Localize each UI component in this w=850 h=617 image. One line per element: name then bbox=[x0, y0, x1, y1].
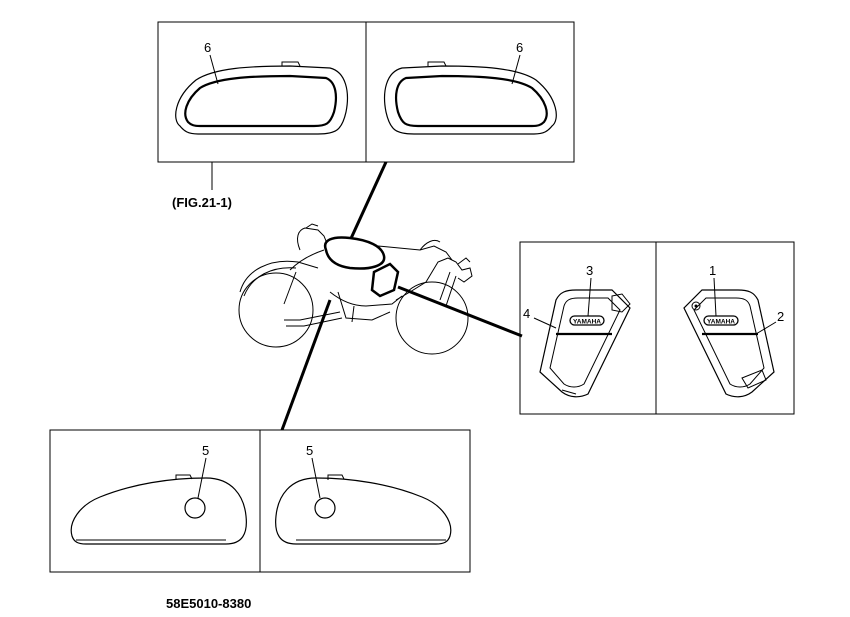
top-panel-right bbox=[365, 21, 575, 163]
tank-emblem-left bbox=[175, 61, 349, 135]
side-cover-left bbox=[539, 289, 631, 398]
drawing-code: 58E5010-8380 bbox=[166, 596, 251, 611]
callout-5-right: 5 bbox=[306, 443, 313, 458]
callout-leader-6-right bbox=[511, 54, 521, 85]
callout-leader-3 bbox=[587, 277, 592, 317]
callout-leader-5-right bbox=[311, 457, 321, 499]
callout-2: 2 bbox=[777, 309, 784, 324]
bottom-panel-right bbox=[259, 429, 471, 573]
fuel-tank-outline bbox=[323, 236, 386, 270]
side-panel-right bbox=[655, 241, 795, 415]
callout-leader-5-left bbox=[197, 457, 207, 499]
callout-4: 4 bbox=[523, 306, 530, 321]
callout-6-right: 6 bbox=[516, 40, 523, 55]
callout-leader-1 bbox=[713, 277, 717, 317]
callout-6-left: 6 bbox=[204, 40, 211, 55]
callout-leader-6-left bbox=[209, 54, 219, 85]
fuel-cap-right bbox=[314, 497, 336, 519]
tank-left bbox=[70, 474, 247, 545]
callout-5-left: 5 bbox=[202, 443, 209, 458]
figure-reference: (FIG.21-1) bbox=[172, 195, 232, 210]
side-cover-right bbox=[683, 289, 775, 398]
leader-line-right bbox=[397, 285, 523, 338]
emblem-text-left: YAMAHA bbox=[573, 319, 601, 326]
front-wheel bbox=[395, 281, 469, 355]
side-cover-outline bbox=[370, 262, 400, 298]
emblem-text-right: YAMAHA bbox=[707, 319, 735, 326]
fuel-cap-left bbox=[184, 497, 206, 519]
leader-line-bottom bbox=[280, 299, 332, 431]
bottom-panel-left bbox=[49, 429, 261, 573]
motorcycle-illustration bbox=[238, 223, 473, 355]
callout-1: 1 bbox=[709, 263, 716, 278]
tank-emblem-right bbox=[383, 61, 557, 135]
tank-right bbox=[275, 474, 452, 545]
callout-leader-2 bbox=[755, 321, 777, 335]
callout-leader-4 bbox=[533, 317, 557, 329]
leader-line-top bbox=[346, 161, 388, 246]
callout-3: 3 bbox=[586, 263, 593, 278]
rear-wheel bbox=[238, 272, 314, 348]
